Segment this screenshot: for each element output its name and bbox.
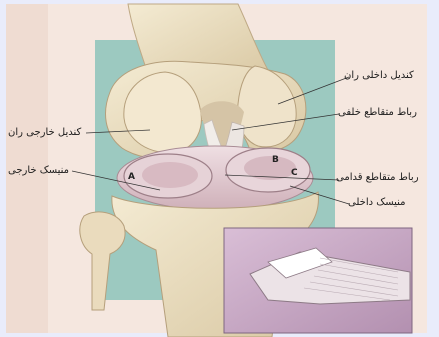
label-anterior-cruciate: رباط متقاطع قدامی [336,172,419,184]
label-lateral-condyle: کندیل خارجی ران [8,127,81,139]
letter-b: B [272,155,279,165]
lateral-meniscus-inner [142,162,198,188]
label-medial-meniscus: منیسک داخلی [348,197,406,209]
label-lateral-meniscus: منیسک خارجی [8,165,69,177]
letter-a: A [128,172,135,182]
label-posterior-cruciate: رباط متقاطع خلفی [338,107,417,119]
letter-c: C [291,168,298,178]
label-medial-condyle: کندیل داخلی ران [344,70,414,82]
